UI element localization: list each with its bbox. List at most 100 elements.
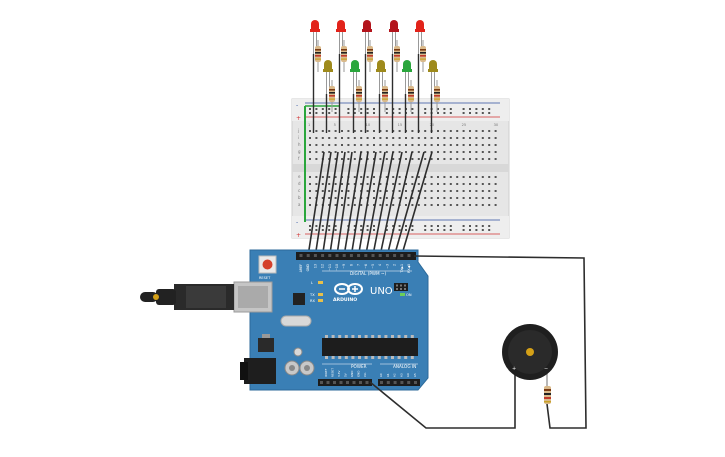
rail-minus-label: - xyxy=(296,102,298,109)
led-red[interactable] xyxy=(362,20,372,54)
wire-pin-to-resistor[interactable] xyxy=(413,255,587,429)
led-red[interactable] xyxy=(389,20,399,54)
analog-pin-label: A0 xyxy=(379,373,383,377)
signal-wire[interactable] xyxy=(401,151,433,256)
digital-pin-label: GND xyxy=(306,263,310,271)
usb-cable[interactable] xyxy=(140,284,234,310)
signal-wire[interactable] xyxy=(386,151,413,256)
tx-led-indicator xyxy=(318,293,323,296)
digital-pin-label: AREF xyxy=(299,264,303,272)
led-yellow[interactable] xyxy=(376,60,386,94)
row-letter: a xyxy=(298,202,301,207)
led-array xyxy=(310,20,440,133)
analog-pin-label: A1 xyxy=(386,373,390,377)
signal-wire[interactable] xyxy=(350,151,369,256)
signal-wire[interactable] xyxy=(343,151,362,256)
power-jack[interactable] xyxy=(244,358,276,384)
breadboard-column-numbers: 151015202530 xyxy=(308,123,499,127)
signal-wire[interactable] xyxy=(379,151,403,256)
power-pin-label: Vin xyxy=(363,372,367,377)
power-header[interactable] xyxy=(318,379,372,386)
small-capacitor xyxy=(293,347,303,357)
logo-text: ARDUINO xyxy=(333,297,357,303)
digital-pin-label: 4 xyxy=(378,264,382,266)
resistor[interactable] xyxy=(382,80,388,112)
digital-pin-label: 7 xyxy=(357,264,361,266)
led-green[interactable] xyxy=(402,60,412,94)
icsp-header[interactable] xyxy=(394,283,408,291)
buzzer-plus-label: + xyxy=(512,366,516,372)
digital-pin-label: ~6 xyxy=(364,264,368,269)
signal-wires xyxy=(307,151,433,256)
analog-pin-label: A2 xyxy=(393,373,397,377)
resistor[interactable] xyxy=(367,40,373,72)
buzzer-wires xyxy=(369,255,587,429)
digital-pin-label: ~10 xyxy=(335,264,339,271)
reset-label: RESET xyxy=(259,276,271,280)
digital-pin-label: 2 xyxy=(393,264,397,266)
rx-label: RX xyxy=(310,299,315,303)
buzzer-resistor[interactable] xyxy=(544,386,551,404)
wire-gnd-to-buzzer[interactable] xyxy=(369,372,516,429)
digital-header[interactable] xyxy=(296,252,416,260)
row-letter: j xyxy=(297,128,299,133)
row-letter: e xyxy=(298,174,301,179)
row-letter: f xyxy=(298,156,300,161)
analog-pin-label: A4 xyxy=(406,373,410,377)
crystal-oscillator xyxy=(280,315,312,327)
arduino-logo xyxy=(334,283,363,295)
row-letter: i xyxy=(298,135,299,140)
led-green[interactable] xyxy=(350,60,360,94)
signal-wire[interactable] xyxy=(336,151,353,256)
tx-label: TX xyxy=(309,293,315,297)
resistor[interactable] xyxy=(356,80,362,112)
power-pin-label: 5V xyxy=(344,373,348,377)
resistor[interactable] xyxy=(341,40,347,72)
signal-wire[interactable] xyxy=(329,151,346,256)
signal-wire[interactable] xyxy=(372,151,394,256)
model-label: UNO xyxy=(370,286,393,297)
power-pin-label: GND xyxy=(357,371,361,377)
analog-in-label: ANALOG IN xyxy=(393,364,416,369)
resistor[interactable] xyxy=(420,40,426,72)
signal-wire[interactable] xyxy=(307,151,325,256)
analog-pin-label: A3 xyxy=(399,373,403,377)
column-number: 20 xyxy=(430,123,435,127)
column-number: 15 xyxy=(398,123,403,127)
rail-minus-label-bottom: - xyxy=(296,219,298,226)
signal-wire[interactable] xyxy=(321,151,339,256)
digital-pin-label: ~11 xyxy=(328,264,332,271)
usb-chip xyxy=(293,293,305,305)
piezo-buzzer[interactable]: + − xyxy=(502,324,558,380)
digital-pin-label: RX◀0 xyxy=(407,264,411,273)
resistor[interactable] xyxy=(408,80,414,112)
column-number: 25 xyxy=(462,123,467,127)
resistor[interactable] xyxy=(315,40,321,72)
digital-pin-label: ~9 xyxy=(342,264,346,269)
l-label: L xyxy=(311,281,313,285)
buzzer-minus-label: − xyxy=(544,366,548,372)
signal-wire[interactable] xyxy=(393,151,425,256)
resistor[interactable] xyxy=(329,80,335,112)
led-red[interactable] xyxy=(336,20,346,54)
power-pin-label: IOREF xyxy=(324,368,328,377)
signal-wire[interactable] xyxy=(365,151,386,256)
led-yellow[interactable] xyxy=(428,60,438,94)
analog-header[interactable] xyxy=(378,379,420,386)
column-number: 30 xyxy=(494,123,499,127)
signal-wire[interactable] xyxy=(357,151,377,256)
power-label: POWER xyxy=(351,364,367,369)
row-letter: b xyxy=(298,195,301,200)
row-letter: g xyxy=(298,149,301,154)
resistor[interactable] xyxy=(434,80,440,112)
resistor[interactable] xyxy=(394,40,400,72)
digital-label: DIGITAL (PWM ~) xyxy=(350,271,386,276)
rail-plus-label: + xyxy=(296,115,301,122)
signal-wire[interactable] xyxy=(314,151,332,256)
l-led-indicator xyxy=(318,281,323,284)
column-number: 5 xyxy=(334,123,336,127)
